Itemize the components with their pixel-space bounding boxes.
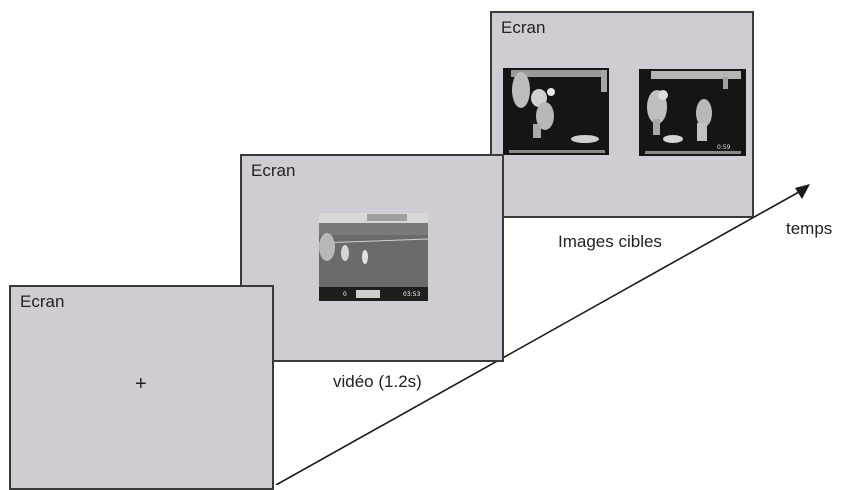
caption-time: temps [786,219,833,238]
video-score-right: 03:53 [403,291,420,298]
screen-label: Ecran [251,161,296,180]
target-image-1 [503,68,609,155]
screen-label: Ecran [20,292,65,311]
screen-video: Ecran 0 03:53 [240,154,504,362]
target-image-2: 0:59 [639,69,746,156]
caption-video: vidéo (1.2s) [333,372,422,391]
fixation-cross: + [135,373,147,395]
target-score-text: 0:59 [717,144,731,151]
video-frame-picture: 0 03:53 [319,213,428,301]
target-image-2-picture: 0:59 [639,69,746,156]
screen-fixation: Ecran + [9,285,274,490]
video-frame: 0 03:53 [319,213,428,301]
target-image-1-picture [503,68,609,155]
caption-target-images: Images cibles [558,232,662,251]
screen-label: Ecran [501,18,546,37]
video-score-left: 0 [343,291,347,298]
screen-target-images: Ecran 0:59 [490,11,754,218]
